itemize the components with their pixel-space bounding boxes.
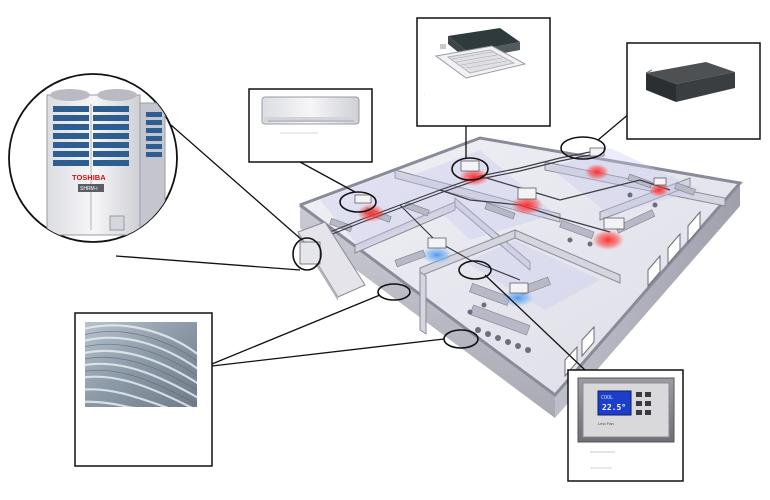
outdoor-unit-brand: TOSHIBA	[72, 173, 106, 182]
building-floor-plan	[297, 136, 743, 418]
indoor-units	[299, 147, 667, 294]
underfloor-heating-callout	[74, 312, 213, 467]
svg-text:.: .	[424, 91, 425, 96]
outdoor-unit-model-badge: SHRM-i	[80, 186, 98, 192]
callout-lines	[115, 112, 631, 371]
ducted-unit-marker	[560, 136, 606, 160]
cassette-unit-callout: .	[416, 17, 551, 127]
cassette-unit-icon	[434, 28, 527, 79]
airflow-zones	[357, 164, 669, 307]
outdoor-unit-icon	[46, 89, 166, 236]
thermostat-marker	[458, 260, 492, 280]
thermostat-icon: COOL 22.5° Lmo Fan	[577, 377, 675, 443]
thermostat-callout: COOL 22.5° Lmo Fan	[567, 369, 684, 482]
cassette-unit-marker	[451, 157, 489, 181]
ducted-unit-icon	[645, 62, 735, 102]
wall-unit-callout	[248, 88, 373, 163]
underfloor-heating-icon	[85, 322, 197, 407]
outdoor-unit-callout: TOSHIBA SHRM-i	[8, 73, 178, 243]
wall-mounted-unit-icon	[261, 96, 360, 125]
ducted-unit-callout	[626, 42, 761, 140]
outdoor-unit-marker	[292, 237, 322, 271]
thermostat-temperature: 22.5°	[602, 403, 626, 412]
thermostat-footer: Lmo Fan	[598, 421, 614, 426]
thermostat-mode: COOL	[601, 395, 613, 401]
underfloor-marker-a	[377, 283, 411, 301]
wall-unit-marker	[339, 191, 377, 213]
